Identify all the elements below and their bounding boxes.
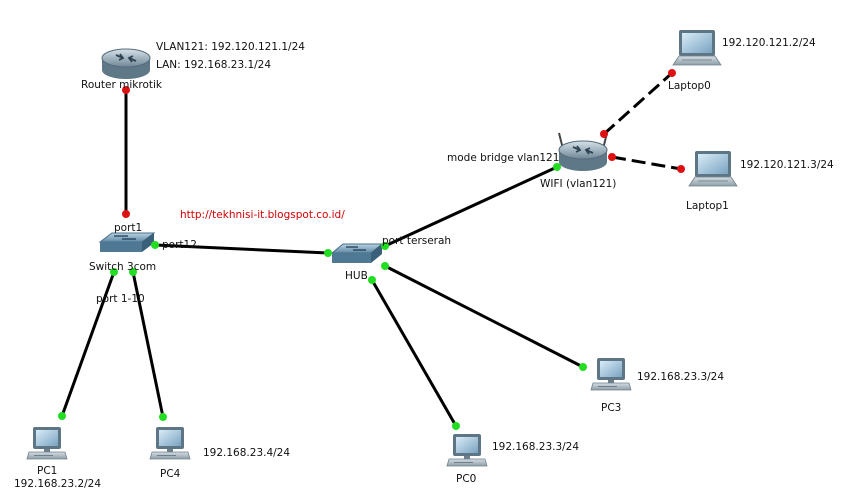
switch-name-label: Switch 3com: [89, 261, 156, 273]
labels: VLAN121: 192.120.121.1/24 LAN: 192.168.2…: [14, 37, 834, 490]
pc4-name-label: PC4: [160, 468, 181, 480]
links: [60, 71, 682, 427]
hub-icon[interactable]: [330, 243, 384, 263]
link-switch-pc4[interactable]: [131, 271, 165, 418]
link-hub-pc0[interactable]: [370, 279, 458, 427]
link-hub-pc3[interactable]: [384, 264, 584, 369]
switch-icon[interactable]: [98, 232, 156, 252]
pc0-ip-label: 192.168.23.3/24: [492, 441, 579, 453]
pc3-name-label: PC3: [601, 402, 621, 414]
port-dot-laptop0: [668, 69, 676, 77]
port-dot-pc3: [579, 363, 587, 371]
port-dot-pc0: [452, 422, 460, 430]
router-vlan-ip-label: VLAN121: 192.120.121.1/24: [156, 41, 305, 53]
port-dot-switch-pc4: [129, 268, 137, 276]
port-dot-hub-wifi: [381, 242, 389, 250]
port-dot-pc1: [58, 412, 66, 420]
router-name-label: Router mikrotik: [81, 79, 163, 91]
laptop0-icon[interactable]: [672, 30, 722, 66]
port-dot-switch-pc1: [110, 268, 118, 276]
laptop0-name-label: Laptop0: [668, 80, 711, 92]
laptop1-name-label: Laptop1: [686, 200, 729, 212]
pc3-ip-label: 192.168.23.3/24: [637, 371, 724, 383]
port-dot-router: [122, 86, 130, 94]
laptop1-ip-label: 192.120.121.3/24: [740, 159, 834, 171]
router-lan-ip-label: LAN: 192.168.23.1/24: [156, 59, 271, 71]
pc1-name-label: PC1: [37, 465, 57, 477]
link-wifi-laptop1[interactable]: [611, 155, 682, 171]
pc0-name-label: PC0: [456, 473, 476, 485]
link-hub-wifi[interactable]: [384, 165, 558, 248]
port-dot-hub-pc0: [368, 276, 376, 284]
pc4-icon[interactable]: [149, 427, 191, 460]
link-switch-hub[interactable]: [154, 243, 329, 255]
router-icon[interactable]: [101, 48, 151, 79]
laptop0-ip-label: 192.120.121.2/24: [722, 37, 816, 49]
laptop1-icon[interactable]: [688, 151, 738, 187]
port-dot-switch-port1: [122, 210, 130, 218]
port-dot-wifi-laptop1: [608, 153, 616, 161]
pc1-icon[interactable]: [26, 427, 68, 460]
port-dot-hub-pc3: [381, 262, 389, 270]
wireless-router-icon[interactable]: [558, 132, 608, 171]
port-status-dots: [58, 69, 685, 430]
switch-port1-label: port1: [114, 222, 142, 234]
port-dot-hub-switch: [324, 249, 332, 257]
link-switch-pc1[interactable]: [60, 271, 116, 417]
pc1-ip-label: 192.168.23.2/24: [14, 478, 101, 490]
pc4-ip-label: 192.168.23.4/24: [203, 447, 290, 459]
switch-port12-label: port12: [162, 239, 197, 251]
switch-port-range-label: port 1-10: [96, 293, 145, 305]
hub-port-label: port terserah: [382, 235, 451, 247]
port-dot-laptop1: [677, 165, 685, 173]
port-dot-pc4: [159, 413, 167, 421]
blog-url-watermark: http://tekhnisi-it.blogspot.co.id/: [180, 209, 345, 221]
port-dot-wifi-laptop0: [600, 130, 608, 138]
pc3-icon[interactable]: [590, 358, 632, 391]
wifi-mode-label: mode bridge vlan121: [447, 152, 559, 164]
pc0-icon[interactable]: [446, 434, 488, 467]
link-wifi-laptop0[interactable]: [602, 71, 674, 136]
port-dot-wifi-hub: [553, 163, 561, 171]
wifi-name-label: WIFI (vlan121): [540, 178, 616, 190]
port-dot-switch-port12: [151, 241, 159, 249]
hub-name-label: HUB: [345, 270, 368, 282]
